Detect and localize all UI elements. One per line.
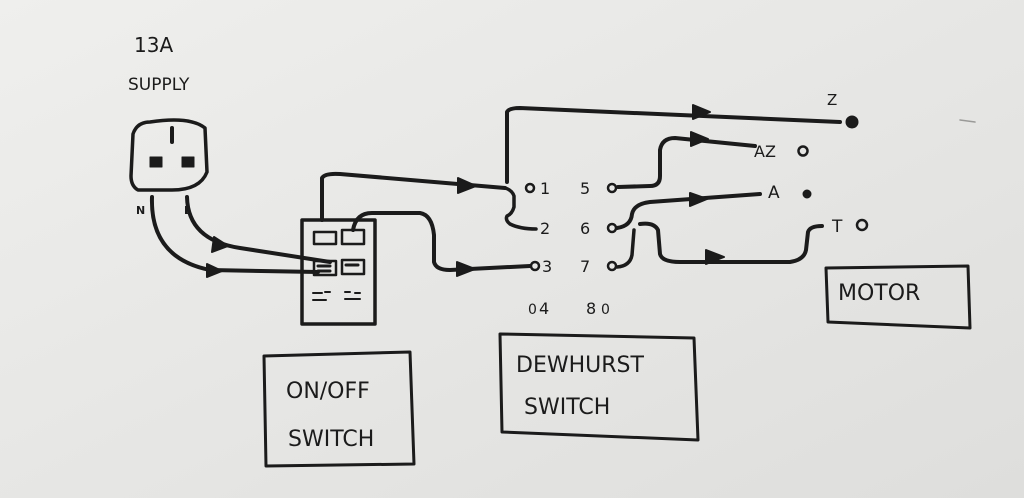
dewhurst-label-line2: SWITCH: [524, 395, 610, 420]
terminal-4-prefix: 0: [528, 302, 537, 318]
onoff-label-line1: ON/OFF: [286, 379, 370, 404]
motor-terminal-t: T: [831, 217, 843, 237]
motor-terminal-az: AZ: [754, 142, 776, 161]
dewhurst-left-links: [503, 104, 842, 231]
onoff-label-box: [262, 350, 416, 468]
motor-label: MOTOR: [838, 281, 920, 306]
plug-socket-icon: [129, 118, 209, 192]
motor-terminal-dots: [797, 115, 869, 232]
onoff-switch-box: [300, 218, 377, 326]
terminal-2: 2: [540, 219, 550, 238]
dewhurst-terminal-dots: [524, 182, 618, 272]
terminal-7: 7: [580, 257, 590, 276]
dewhurst-label-box: [498, 332, 700, 442]
onoff-label-line2: SWITCH: [288, 427, 374, 452]
wire-6-to-a: [615, 192, 762, 230]
motor-terminal-a: A: [768, 183, 780, 203]
wire-5-to-az: [616, 131, 757, 189]
neutral-label: N: [136, 204, 145, 217]
supply-rating: 13A: [134, 33, 173, 57]
terminal-4: 4: [539, 299, 549, 318]
mains-cable: [149, 195, 332, 278]
motor-label-box: [824, 264, 972, 330]
wire-onoff-to-terminal-3: [351, 211, 532, 277]
terminal-5: 5: [580, 179, 590, 198]
live-label: L: [184, 204, 191, 217]
terminal-1: 1: [540, 179, 550, 198]
dewhurst-label-line1: DEWHURST: [516, 353, 644, 378]
motor-terminal-z: Z: [827, 91, 837, 109]
supply-label: SUPPLY: [128, 75, 190, 95]
terminal-8-suffix: 0: [601, 302, 610, 318]
wire-onoff-to-terminal-1: [320, 171, 507, 222]
terminal-6: 6: [580, 219, 590, 238]
terminal-3: 3: [542, 257, 552, 276]
wire-7-to-t: [615, 221, 824, 269]
terminal-8: 8: [586, 299, 596, 318]
